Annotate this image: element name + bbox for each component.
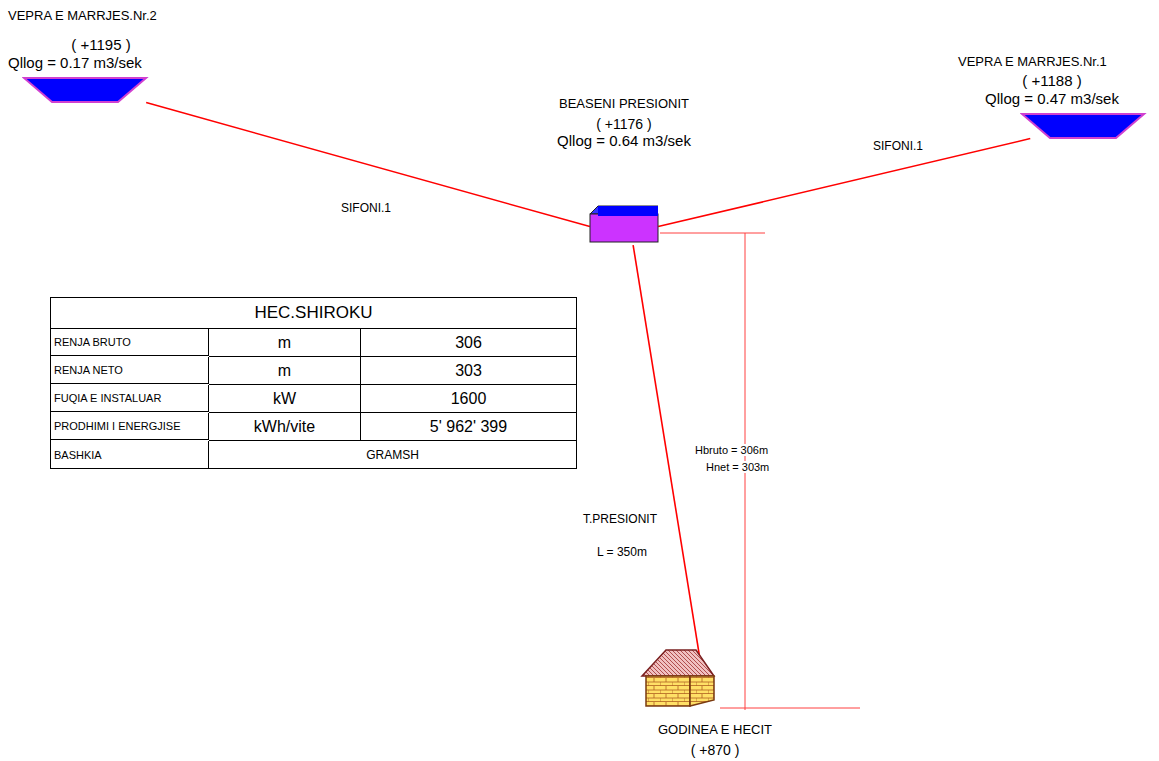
elevation: ( +870 ) [630,742,800,759]
discharge: Qllog = 0.47 m3/sek [950,90,1154,108]
table-cell: kW [209,385,361,413]
table-title: HEC.SHIROKU [254,303,372,323]
table-cell: FUQIA E INSTALUAR [51,385,209,412]
discharge: Qllog = 0.64 m3/sek [544,132,704,150]
table-cell-text: kW [273,390,296,408]
intake-shape [1020,112,1148,142]
station-node: GODINEA E HECIT ( +870 ) [630,646,800,758]
table-cell-text: RENJA BRUTO [54,336,131,348]
table-cell-text: 306 [455,334,482,352]
elevation: ( +1176 ) [544,116,704,133]
table-cell: 5' 962' 399 [361,413,576,441]
dimension-line [660,233,765,234]
discharge: Qllog = 0.17 m3/sek [6,54,196,72]
data-table: HEC.SHIROKU RENJA BRUTO m 306RENJA NETO m 303… [50,297,577,469]
pipe-line [633,245,704,684]
table-cell: RENJA BRUTO [51,329,209,356]
table-cell: m [209,357,361,385]
station-name: VEPRA E MARRJES.Nr.2 [6,8,196,24]
table-cell-text: kWh/vite [254,418,315,436]
pipe-label: SIFONI.1 [340,201,392,215]
table-cell: kWh/vite [209,413,361,441]
head-label: Hnet = 303m [705,461,770,473]
table-cell-text: BASHKIA [54,449,102,461]
head-label: Hbruto = 306m [694,444,769,456]
table-cell-text: RENJA NETO [54,364,123,376]
table-cell: 303 [361,357,576,385]
elevation: ( +1188 ) [950,72,1154,90]
table-cell-text: 1600 [451,390,487,408]
table-cell-text: 303 [455,362,482,380]
powerhouse-icon [636,646,718,708]
table-cell: RENJA NETO [51,357,209,384]
pressure-basin-shape [586,202,662,246]
table-cell: 1600 [361,385,576,413]
elevation: ( +1195 ) [6,36,196,54]
station-name: VEPRA E MARRJES.Nr.1 [950,54,1154,70]
pipe-line [658,139,1030,227]
table-cell-text: m [278,362,291,380]
length-label: L = 350m [596,545,648,559]
table-cell-text: PRODHIMI I ENERGJISE [54,420,181,432]
station-node: VEPRA E MARRJES.Nr.1 ( +1188 )Qllog = 0.4… [950,54,1154,142]
table-cell: BASHKIA [51,441,209,468]
table-cell: GRAMSH [209,441,576,468]
station-name: GODINEA E HECIT [630,722,800,738]
pipe-label: T.PRESIONIT [582,512,658,526]
table-cell-text: 5' 962' 399 [430,418,507,436]
table-cell: m [209,329,361,357]
table-cell: PRODHIMI I ENERGJISE [51,413,209,440]
pipe-line [146,103,590,227]
table-cell-text: GRAMSH [366,448,419,462]
table-cell-text: m [278,334,291,352]
station-node: VEPRA E MARRJES.Nr.2 ( +1195 )Qllog = 0.1… [6,8,196,106]
table-cell-text: FUQIA E INSTALUAR [54,392,161,404]
station-node: BEASENI PRESIONIT ( +1176 )Qllog = 0.64 m… [544,96,704,246]
table-cell: HEC.SHIROKU [51,298,576,329]
dimension-line [720,708,860,709]
pipe-label: SIFONI.1 [872,139,924,153]
intake-shape [22,76,150,106]
table-cell: 306 [361,329,576,357]
station-name: BEASENI PRESIONIT [544,96,704,112]
